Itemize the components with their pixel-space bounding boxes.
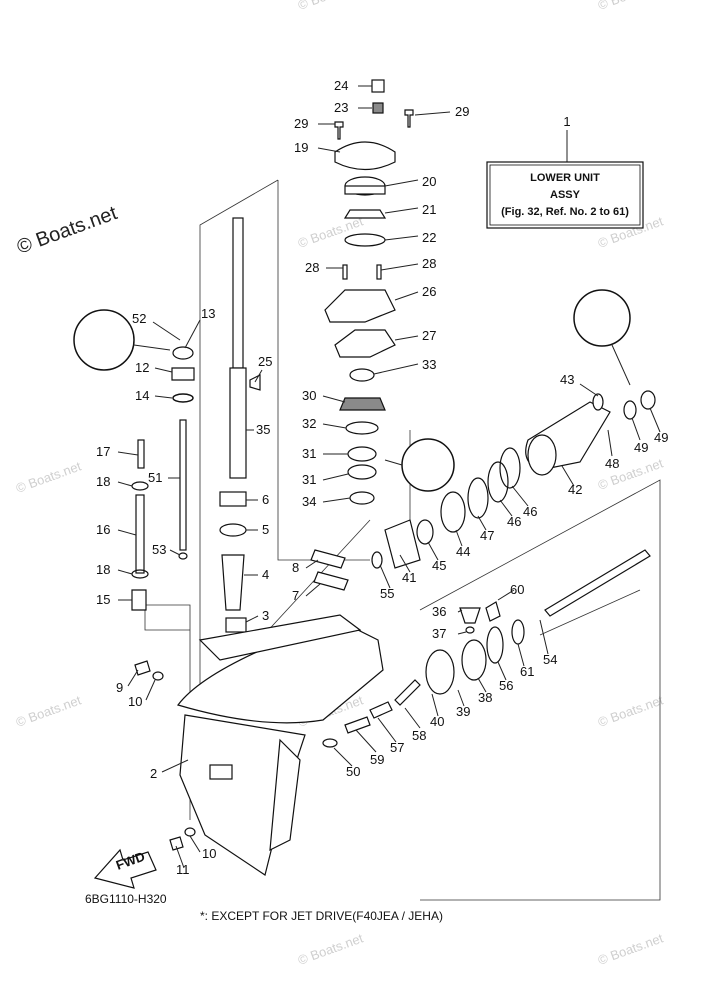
shift-rod-parts [131,346,349,611]
callout-50: 50 [346,764,360,779]
callout-9: 9 [116,680,123,695]
callout-39: 39 [456,704,470,719]
callout-28: 28 [422,256,436,271]
callout-15: 15 [96,592,110,607]
callout-51: 51 [148,470,162,485]
watermark: © Boats.net [596,692,666,730]
fwd-arrow: FWD [93,849,157,889]
callout-21: 21 [422,202,436,217]
callout-40: 40 [430,714,444,729]
callout-18: 18 [96,474,110,489]
callout-5: 5 [262,522,269,537]
callout-35: 35 [256,422,270,437]
callout-22: 22 [422,230,436,245]
callout-23: 23 [334,100,348,115]
callout-58: 58 [412,728,426,743]
callout-10: 10 [202,846,216,861]
callout-52: 52 [132,311,146,326]
callout-31: 31 [302,446,316,461]
callout-37: 37 [432,626,446,641]
callout-61: 61 [520,664,534,679]
callout-14: 14 [135,388,149,403]
callout-56: 56 [499,678,513,693]
callout-24: 24 [334,78,348,93]
box-line2: ASSY [550,189,581,201]
lower-unit-assy-box: LOWER UNIT ASSY (Fig. 32, Ref. No. 2 to … [486,114,644,229]
callout-2: 2 [150,766,157,781]
callout-33: 33 [422,357,436,372]
callout-10: 10 [128,694,142,709]
callout-26: 26 [422,284,436,299]
callout-46: 46 [523,504,537,519]
callout-32: 32 [302,416,316,431]
drive-shaft [219,217,261,633]
callout-60: 60 [510,582,524,597]
callout-labels: 24 23 29 29 19 20 21 22 28 28 26 27 33 3… [96,78,668,877]
box-line1: LOWER UNIT [530,172,600,184]
callout-18: 18 [96,562,110,577]
callout-4: 4 [262,567,269,582]
callout-41: 41 [402,570,416,585]
callout-38: 38 [478,690,492,705]
callout-7: 7 [292,588,299,603]
callout-45: 45 [432,558,446,573]
leader-lines [117,85,661,869]
callout-55: 55 [380,586,394,601]
callout-25: 25 [258,354,272,369]
callout-8: 8 [292,560,299,575]
callout-30: 30 [302,388,316,403]
watermark: © Boats.net [596,930,666,968]
callout-12: 12 [135,360,149,375]
water-pump-parts [324,79,414,505]
callout-59: 59 [370,752,384,767]
callout-47: 47 [480,528,494,543]
callout-17: 17 [96,444,110,459]
callout-20: 20 [422,174,436,189]
callout-53: 53 [152,542,166,557]
callout-57: 57 [390,740,404,755]
callout-29: 29 [455,104,469,119]
callout-49: 49 [634,440,648,455]
callout-44: 44 [456,544,470,559]
callout-3: 3 [262,608,269,623]
callout-48: 48 [605,456,619,471]
callout-29: 29 [294,116,308,131]
gearcase-housing [177,614,384,876]
watermark: © Boats.net [296,0,366,13]
callout-31: 31 [302,472,316,487]
callout-36: 36 [432,604,446,619]
callout-11: 11 [176,862,190,877]
callout-28: 28 [305,260,319,275]
callout-27: 27 [422,328,436,343]
callout-54: 54 [543,652,557,667]
callout-46: 46 [507,514,521,529]
callout-6: 6 [262,492,269,507]
propeller-shaft-assembly [322,390,656,748]
watermark: © Boats.net [296,930,366,968]
callout-16: 16 [96,522,110,537]
callout-13: 13 [201,306,215,321]
diagram-code: 6BG1110-H320 [85,892,167,906]
footnote: *: EXCEPT FOR JET DRIVE(F40JEA / JEHA) [200,909,443,923]
watermark: © Boats.net [596,0,666,13]
watermark: © Boats.net [14,692,84,730]
callout-43: 43 [560,372,574,387]
inset-circles [73,289,631,492]
callout-34: 34 [302,494,316,509]
watermark: © Boats.net [14,458,84,496]
callout-49: 49 [654,430,668,445]
callout-1: 1 [563,114,570,129]
callout-42: 42 [568,482,582,497]
box-line3: (Fig. 32, Ref. No. 2 to 61) [501,206,629,218]
callout-19: 19 [294,140,308,155]
